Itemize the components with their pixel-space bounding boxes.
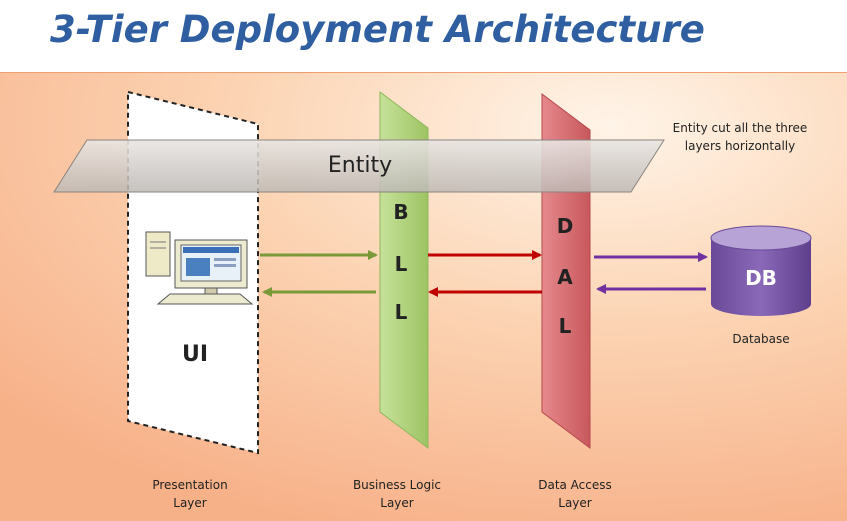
dal-letter-a: A [557, 265, 573, 289]
architecture-diagram [0, 72, 847, 521]
dal-letter-d: D [556, 214, 574, 238]
entity-label: Entity [327, 153, 393, 178]
db-label: DB [745, 266, 777, 290]
ui-label: UI [181, 342, 209, 367]
page-title: 3-Tier Deployment Architecture [50, 8, 705, 51]
presentation-caption-line2: Layer [173, 496, 207, 510]
bll-caption-line2: Layer [380, 496, 414, 510]
title-band: 3-Tier Deployment Architecture [0, 0, 847, 72]
dal-caption-line2: Layer [558, 496, 592, 510]
bll-letter-l2: L [394, 300, 408, 324]
bll-caption-line1: Business Logic [352, 478, 442, 492]
dal-letter-l: L [558, 314, 572, 338]
entity-band [53, 139, 665, 193]
entity-note-line1: Entity cut all the three [672, 121, 808, 135]
database-cylinder [710, 225, 812, 316]
entity-note-line2: layers horizontally [684, 139, 796, 153]
dal-caption-line1: Data Access [538, 478, 612, 492]
presentation-caption-line1: Presentation [152, 478, 228, 492]
diagram-area: Entity Entity cut all the three layers h… [0, 72, 847, 521]
bll-letter-b: B [393, 200, 409, 224]
bll-letter-l1: L [394, 252, 408, 276]
database-caption: Database [732, 332, 790, 346]
computer-icon [145, 231, 254, 305]
